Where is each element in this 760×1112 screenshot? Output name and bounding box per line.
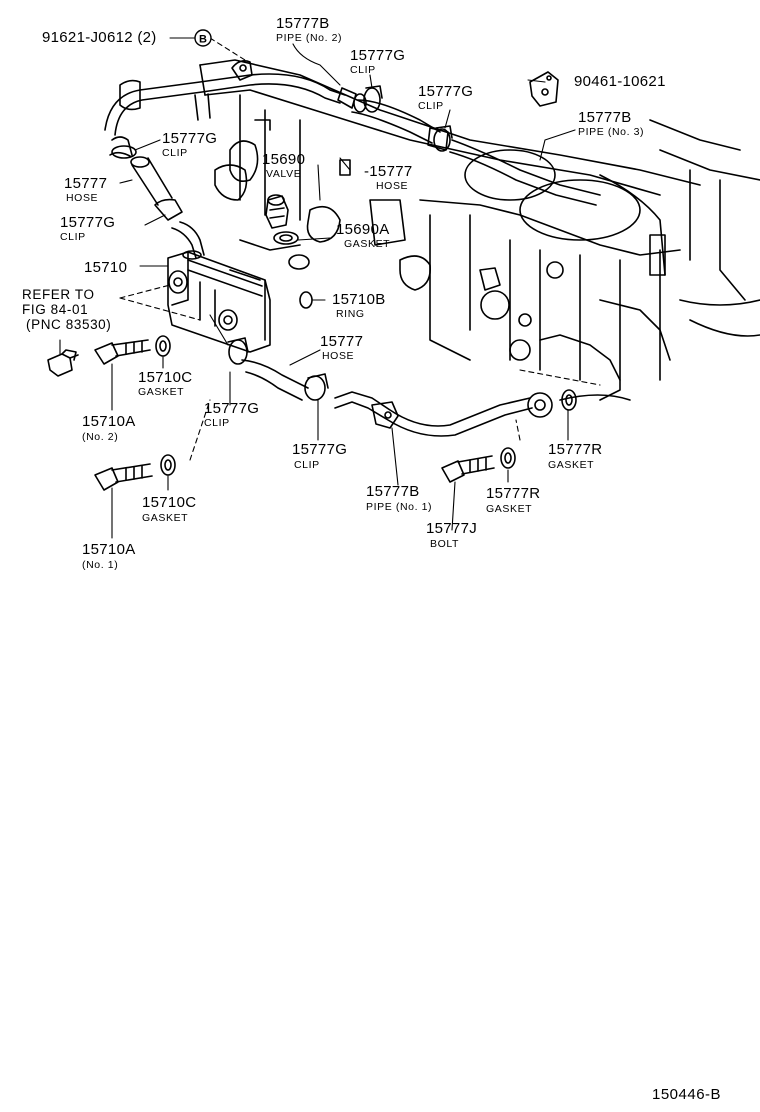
lower-hose — [227, 337, 329, 401]
label-15777j-pn: 15777J — [426, 520, 478, 537]
gasket-15710c-2 — [160, 454, 176, 476]
label-15777-name-hose-top: HOSE — [376, 180, 409, 192]
label-15777g-pn-c: 15777G — [204, 400, 260, 417]
bolt-15710a-no1 — [94, 463, 153, 491]
gasket-15710c-1 — [155, 335, 171, 357]
label-15777g-pn-d: 15777G — [292, 441, 348, 458]
left-hose — [109, 136, 205, 260]
label-15777r-pn-2: 15777R — [486, 485, 541, 502]
gasket-15777r-1 — [561, 389, 577, 411]
label-15777b-name-no2: PIPE (No. 2) — [276, 32, 343, 44]
label-15777b-pn-no2: 15777B — [276, 15, 330, 32]
diagram-code: 150446-B — [652, 1086, 722, 1103]
label-15710a-name-no2: (No. 2) — [82, 431, 119, 443]
label-15690a-pn: 15690A — [336, 221, 390, 238]
label-15777g-name-c: CLIP — [204, 417, 230, 429]
clip-mid — [433, 125, 453, 152]
label-15690a-name: GASKET — [344, 238, 391, 250]
label-15777g-name-d: CLIP — [294, 459, 320, 471]
label-15777g-name-top: CLIP — [350, 64, 376, 76]
label-15777g-name-left: CLIP — [162, 147, 188, 159]
pipe-no1 — [334, 391, 553, 437]
top-hose — [337, 87, 601, 206]
label-15777r-name-2: GASKET — [486, 503, 533, 515]
label-refer-line3: (PNC 83530) — [26, 317, 112, 332]
bracket-90461 — [529, 71, 559, 107]
bolt-15710a-no2 — [94, 339, 151, 365]
label-15710b-pn: 15710B — [332, 291, 386, 308]
label-15777j-name: BOLT — [430, 538, 460, 550]
label-refer-line1: REFER TO — [22, 287, 95, 302]
ring-15710b — [288, 254, 313, 309]
gasket-15777r-2 — [500, 447, 516, 469]
circle-b-label: B — [199, 34, 207, 46]
label-15777b-pn-no3: 15777B — [578, 109, 632, 126]
label-15777g-pn-left2: 15777G — [60, 214, 116, 231]
sensor-83530 — [47, 349, 79, 377]
label-15710b-name: RING — [336, 308, 365, 320]
label-91621-pn: 91621-J0612 (2) — [42, 29, 157, 46]
label-15777b-pn-no1: 15777B — [366, 483, 420, 500]
label-15777-pn-hose-mid: 15777 — [320, 333, 364, 350]
label-15690-name: VALVE — [266, 168, 302, 180]
label-15710a-name-no1: (No. 1) — [82, 559, 119, 571]
label-15777g-pn-mid: 15777G — [418, 83, 474, 100]
label-15777-name-hose-left: HOSE — [66, 192, 99, 204]
label-15777-pn-hose-left: 15777 — [64, 175, 108, 192]
label-15777-pn-hose-top: -15777 — [364, 163, 413, 180]
leader-lines — [59, 37, 601, 539]
label-15710c-pn-1: 15710C — [138, 369, 193, 386]
pipe-no2 — [104, 60, 346, 136]
circle-b-marker: B — [194, 29, 212, 47]
label-15710a-pn-no2: 15710A — [82, 413, 136, 430]
valve-15690 — [265, 194, 299, 245]
label-90461-pn: 90461-10621 — [574, 73, 666, 90]
label-15777b-name-no3: PIPE (No. 3) — [578, 126, 645, 138]
label-15690-pn: 15690 — [262, 151, 306, 168]
label-15777r-name-1: GASKET — [548, 459, 595, 471]
label-15777g-name-left2: CLIP — [60, 231, 86, 243]
oil-cooler — [167, 251, 271, 353]
label-15777g-pn-left: 15777G — [162, 130, 218, 147]
label-15777g-pn-top: 15777G — [350, 47, 406, 64]
label-15710c-name-2: GASKET — [142, 512, 189, 524]
label-15777-name-hose-mid: HOSE — [322, 350, 355, 362]
label-15710-pn: 15710 — [84, 259, 128, 276]
bolt-15777j — [441, 455, 495, 483]
label-refer-line2: FIG 84-01 — [22, 302, 89, 317]
clip-top — [363, 85, 383, 113]
label-15710c-pn-2: 15710C — [142, 494, 197, 511]
label-15710a-pn-no1: 15710A — [82, 541, 136, 558]
intake-manifold — [199, 59, 760, 401]
label-15777g-name-mid: CLIP — [418, 100, 444, 112]
label-15777r-pn-1: 15777R — [548, 441, 603, 458]
label-15710c-name-1: GASKET — [138, 386, 185, 398]
label-15777b-name-no1: PIPE (No. 1) — [366, 501, 433, 513]
